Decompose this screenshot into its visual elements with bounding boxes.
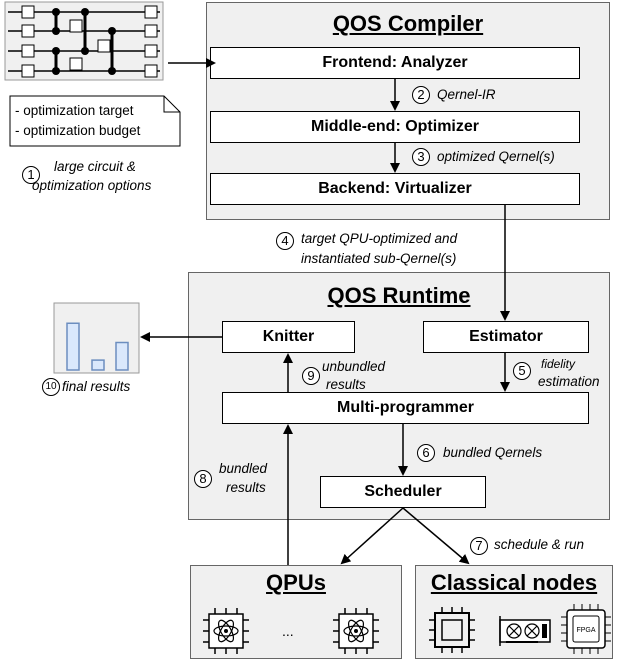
- step-1-number: 1: [22, 166, 40, 184]
- result-bar-2: [91, 359, 105, 371]
- step-5-label-line-1: fidelity: [541, 357, 576, 371]
- step-9-label-line-2: results: [326, 377, 366, 392]
- step-9-label-line-1: unbundled: [322, 359, 386, 374]
- qpus-title: QPUs: [266, 570, 326, 595]
- middleend-optimizer-box: Middle-end: Optimizer: [210, 111, 580, 143]
- step-8-label-line-2: results: [226, 480, 266, 495]
- step-5-number: 5: [513, 362, 531, 380]
- step-8-label-line-1: bundled: [219, 461, 268, 476]
- step-5-label-line-2: estimation: [538, 374, 600, 389]
- cpu-icon: [429, 607, 475, 653]
- qos-runtime-title: QOS Runtime: [327, 283, 471, 308]
- quantum-circuit-icon: [4, 1, 164, 81]
- step-3-number: 3: [412, 148, 430, 166]
- multi-programmer-box: Multi-programmer: [222, 392, 589, 424]
- qos-compiler-title: QOS Compiler: [332, 11, 484, 36]
- step-7-label: schedule & run: [494, 537, 585, 552]
- classical-nodes-title: Classical nodes: [430, 570, 598, 595]
- step-6-label: bundled Qernels: [443, 445, 543, 460]
- step-9-number: 9: [302, 367, 320, 385]
- step-10-label: final results: [62, 379, 131, 394]
- step-4-label-line-1: target QPU-optimized and: [301, 231, 458, 246]
- step-4-number: 4: [276, 232, 294, 250]
- qpus-ellipsis: ...: [282, 623, 294, 639]
- step-1-label-line-1: large circuit &: [54, 159, 136, 174]
- step-2-number: 2: [412, 86, 430, 104]
- gpu-icon: [499, 616, 551, 646]
- backend-virtualizer-box: Backend: Virtualizer: [210, 173, 580, 205]
- step-2-label: Qernel-IR: [437, 87, 496, 102]
- fpga-icon: FPGA: [561, 604, 611, 654]
- step-6-number: 6: [417, 444, 435, 462]
- fpga-label: FPGA: [576, 627, 595, 634]
- note-line-1: - optimization target: [15, 103, 134, 118]
- estimator-box: Estimator: [423, 321, 589, 353]
- qpu-chip-icon-1: [203, 608, 249, 654]
- knitter-box: Knitter: [222, 321, 355, 353]
- scheduler-box: Scheduler: [320, 476, 486, 508]
- note-line-2: - optimization budget: [15, 123, 141, 138]
- final-results-chart: [53, 302, 140, 374]
- step-3-label: optimized Qernel(s): [437, 149, 555, 164]
- frontend-analyzer-box: Frontend: Analyzer: [210, 47, 580, 79]
- step-10-number: 10: [42, 378, 60, 396]
- result-bar-1: [66, 322, 80, 371]
- step-1-label-line-2: optimization options: [32, 178, 152, 193]
- note-shape: [9, 95, 181, 147]
- step-4-label-line-2: instantiated sub-Qernel(s): [301, 251, 457, 266]
- result-bar-3: [115, 341, 129, 371]
- step-7-number: 7: [470, 537, 488, 555]
- step-8-number: 8: [194, 470, 212, 488]
- qpu-chip-icon-2: [333, 608, 379, 654]
